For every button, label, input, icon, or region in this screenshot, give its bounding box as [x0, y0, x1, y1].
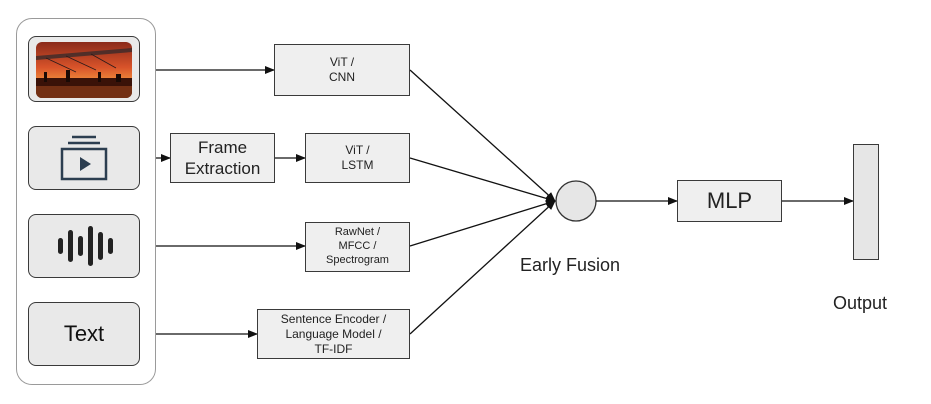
video-input[interactable] [28, 126, 140, 190]
mlp-block: MLP [677, 180, 782, 222]
text-input-label: Text [63, 321, 105, 346]
text-input[interactable]: Text [28, 302, 140, 366]
video-play-icon [60, 135, 108, 181]
image-icon [36, 42, 132, 98]
arrow-rawnet-to-fusion [409, 199, 556, 247]
image-input[interactable] [28, 36, 140, 102]
vit-cnn-block: ViT / CNN [274, 44, 410, 96]
output-label: Output [833, 293, 888, 313]
audio-waveform-icon [58, 226, 113, 266]
output-bar [853, 144, 879, 260]
fusion-label: Early Fusion [520, 255, 621, 275]
arrow-encoder-to-fusion [409, 200, 556, 335]
audio-input[interactable] [28, 214, 140, 278]
frame-extraction-block: Frame Extraction [170, 133, 275, 183]
text-model-block: Sentence Encoder / Language Model / TF-I… [257, 309, 410, 359]
arrow-vitcnn-to-fusion [409, 69, 556, 202]
arrow-vitlstm-to-fusion [409, 157, 556, 203]
vit-lstm-block: ViT / LSTM [305, 133, 410, 183]
fusion-node [555, 180, 597, 222]
audio-model-block: RawNet / MFCC / Spectrogram [305, 222, 410, 272]
